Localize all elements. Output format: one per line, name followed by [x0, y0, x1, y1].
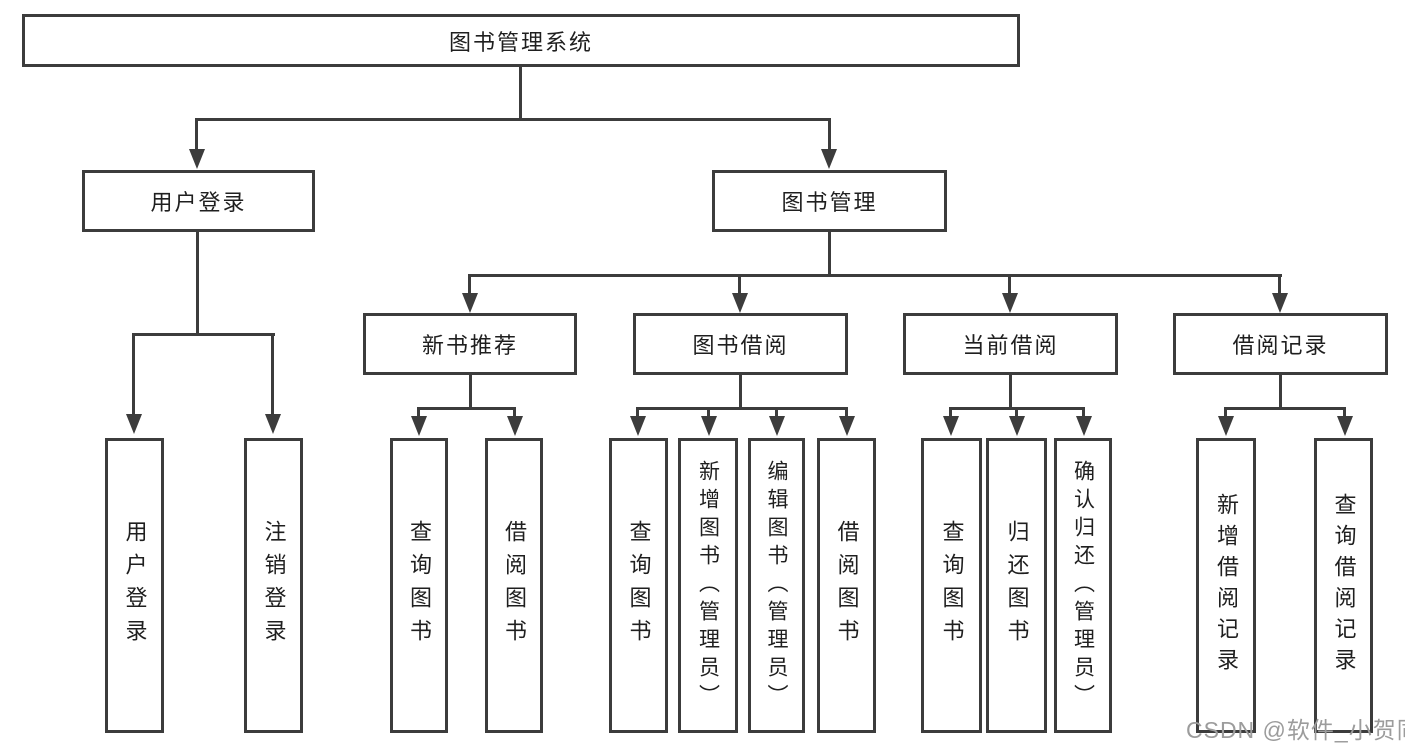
node-label: 新增图书（管理员）	[696, 459, 720, 712]
edge-line	[469, 374, 472, 409]
node-recommend-query-books: 查询图书	[390, 438, 448, 733]
arrow-down-icon	[462, 293, 478, 313]
edge-line	[828, 118, 831, 150]
edge-line	[196, 118, 831, 121]
arrow-down-icon	[769, 416, 785, 436]
edge-line	[468, 274, 471, 295]
node-book-management: 图书管理	[712, 170, 947, 232]
node-label: 用户登录	[150, 190, 247, 215]
node-current-query-books: 查询图书	[921, 438, 982, 733]
arrow-down-icon	[1337, 416, 1353, 436]
node-records-add-record: 新增借阅记录	[1196, 438, 1256, 733]
edge-line	[1343, 407, 1346, 418]
arrow-down-icon	[821, 149, 837, 169]
edge-line	[417, 407, 516, 410]
node-label: 查询图书	[939, 519, 965, 652]
node-current-confirm-return-admin: 确认归还（管理员）	[1054, 438, 1112, 733]
edge-line	[1015, 407, 1018, 418]
node-label: 借阅图书	[502, 519, 527, 652]
arrow-down-icon	[943, 416, 959, 436]
edge-line	[1279, 374, 1282, 409]
edge-line	[1224, 407, 1346, 410]
arrow-down-icon	[1002, 293, 1018, 313]
node-current-borrowing: 当前借阅	[903, 313, 1118, 375]
node-records-query-record: 查询借阅记录	[1314, 438, 1373, 733]
node-label: 借阅图书	[834, 519, 860, 652]
arrow-down-icon	[1009, 416, 1025, 436]
edge-line	[1009, 374, 1012, 409]
node-label: 归还图书	[1004, 519, 1030, 652]
arrow-down-icon	[701, 416, 717, 436]
node-borrow-edit-books-admin: 编辑图书（管理员）	[748, 438, 805, 733]
edge-line	[513, 407, 516, 418]
arrow-down-icon	[126, 414, 142, 434]
node-label: 查询借阅记录	[1331, 492, 1357, 679]
node-user-login-group: 用户登录	[82, 170, 315, 232]
edge-line	[1008, 274, 1011, 295]
edge-line	[1082, 407, 1085, 418]
node-borrow-add-books-admin: 新增图书（管理员）	[678, 438, 738, 733]
edge-line	[519, 66, 522, 120]
edge-line	[775, 407, 778, 418]
arrow-down-icon	[839, 416, 855, 436]
edge-line	[828, 231, 831, 276]
edge-line	[636, 407, 639, 418]
node-current-return-books: 归还图书	[986, 438, 1047, 733]
edge-line	[739, 374, 742, 409]
node-book-borrowing: 图书借阅	[633, 313, 848, 375]
edge-line	[738, 274, 741, 295]
node-borrowing-records: 借阅记录	[1173, 313, 1388, 375]
node-new-book-recommend: 新书推荐	[363, 313, 577, 375]
node-label: 新书推荐	[421, 333, 518, 358]
edge-line	[195, 118, 198, 150]
node-borrow-query-books: 查询图书	[609, 438, 668, 733]
edge-line	[636, 407, 848, 410]
node-logout: 注销登录	[244, 438, 303, 733]
arrow-down-icon	[630, 416, 646, 436]
arrow-down-icon	[411, 416, 427, 436]
edge-line	[845, 407, 848, 418]
edge-line	[1278, 274, 1281, 295]
node-label: 借阅记录	[1232, 333, 1329, 358]
node-borrow-borrow-books: 借阅图书	[817, 438, 876, 733]
edge-line	[196, 231, 199, 335]
arrow-down-icon	[1076, 416, 1092, 436]
arrow-down-icon	[732, 293, 748, 313]
edge-line	[949, 407, 952, 418]
arrow-down-icon	[265, 414, 281, 434]
node-root: 图书管理系统	[22, 14, 1020, 67]
node-label: 注销登录	[261, 519, 287, 652]
node-user-login: 用户登录	[105, 438, 164, 733]
edge-line	[133, 333, 275, 336]
node-recommend-borrow-books: 借阅图书	[485, 438, 543, 733]
edge-line	[132, 333, 135, 415]
node-label: 新增借阅记录	[1214, 492, 1239, 679]
node-label: 图书管理	[781, 190, 878, 215]
arrow-down-icon	[189, 149, 205, 169]
node-label: 用户登录	[122, 519, 148, 652]
node-root-label: 图书管理系统	[448, 29, 593, 55]
arrow-down-icon	[1272, 293, 1288, 313]
node-label: 当前借阅	[962, 333, 1059, 358]
node-label: 图书借阅	[692, 333, 789, 358]
edge-line	[1224, 407, 1227, 418]
node-label: 编辑图书（管理员）	[765, 459, 788, 712]
edge-line	[271, 333, 274, 415]
arrow-down-icon	[1218, 416, 1234, 436]
node-label: 查询图书	[407, 519, 432, 652]
edge-line	[707, 407, 710, 418]
edge-line	[417, 407, 420, 418]
node-label: 确认归还（管理员）	[1071, 459, 1095, 712]
arrow-down-icon	[507, 416, 523, 436]
node-label: 查询图书	[626, 519, 652, 652]
edge-line	[469, 274, 1282, 277]
csdn-watermark: CSDN @软件_小贺同学	[1186, 717, 1405, 743]
